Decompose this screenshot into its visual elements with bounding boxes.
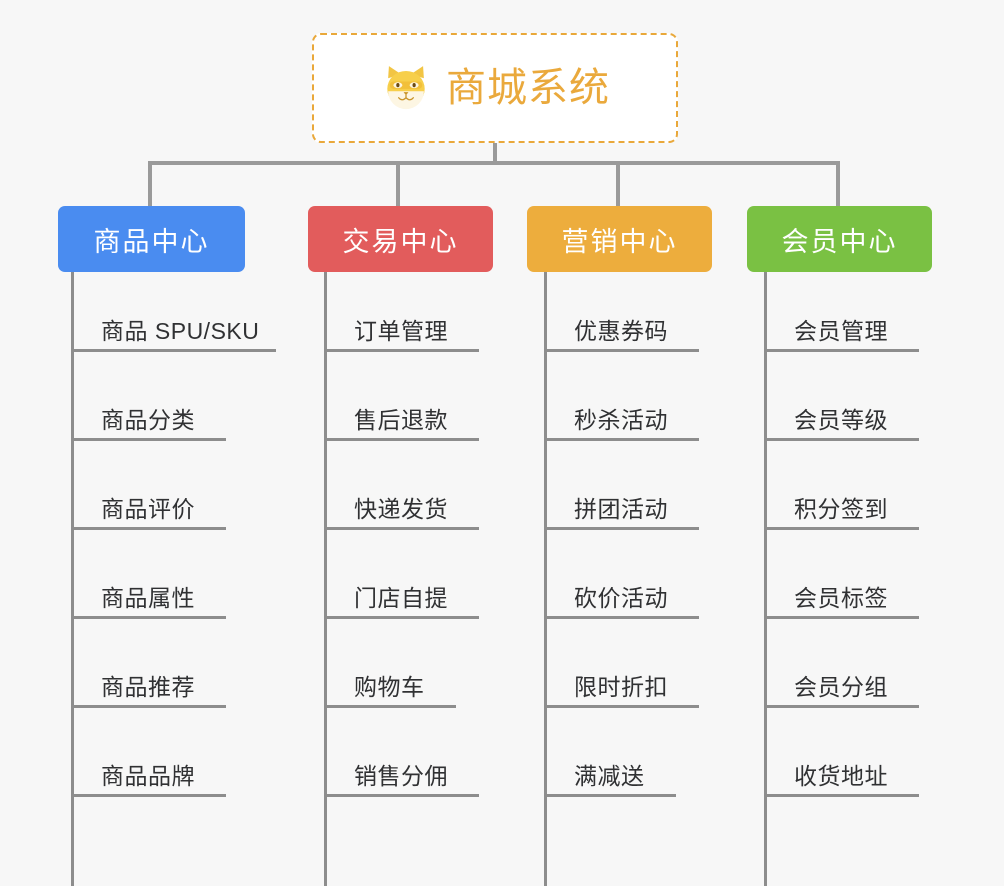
item-underline [324,616,479,619]
item-underline [71,794,226,797]
item-underline [71,616,226,619]
trunk-2 [324,272,327,886]
item-underline [544,527,699,530]
item-label: 门店自提 [354,585,448,611]
trunk-4 [764,272,767,886]
item-label: 商品分类 [101,407,195,433]
item-underline [544,705,699,708]
item-label: 砍价活动 [574,585,668,611]
category-label-2: 交易中心 [342,226,459,257]
root-stem-connector [493,143,497,163]
item-label: 会员分组 [794,674,888,700]
item-underline [324,705,456,708]
item-label: 购物车 [354,674,425,700]
item-underline [71,705,226,708]
item-label: 限时折扣 [574,674,668,700]
item-underline [324,527,479,530]
item-underline [71,438,226,441]
item-label: 会员标签 [794,585,888,611]
item-underline [71,527,226,530]
item-underline [324,438,479,441]
item-label: 满减送 [574,763,645,789]
drop-connector-4 [836,161,840,207]
item-label: 售后退款 [354,407,448,433]
item-label: 销售分佣 [354,763,448,789]
item-underline [544,438,699,441]
item-label: 收货地址 [794,763,888,789]
category-header-1[interactable]: 商品中心 [58,206,245,272]
category-label-3: 营销中心 [561,226,678,257]
category-header-2[interactable]: 交易中心 [308,206,493,272]
category-header-3[interactable]: 营销中心 [527,206,712,272]
item-label: 商品 SPU/SKU [101,318,260,344]
item-label: 会员等级 [794,407,888,433]
item-label: 商品推荐 [101,674,195,700]
item-label: 秒杀活动 [574,407,668,433]
item-label: 积分签到 [794,496,888,522]
item-label: 快递发货 [354,496,448,522]
item-label: 会员管理 [794,318,888,344]
trunk-3 [544,272,547,886]
item-label: 优惠券码 [574,318,668,344]
shiba-dog-icon [380,62,432,114]
item-label: 订单管理 [354,318,448,344]
item-underline [764,794,919,797]
category-header-4[interactable]: 会员中心 [747,206,932,272]
drop-connector-1 [148,161,152,207]
item-underline [764,349,919,352]
item-underline [764,527,919,530]
item-label: 商品属性 [101,585,195,611]
item-underline [764,616,919,619]
drop-connector-3 [616,161,620,207]
item-underline [71,349,276,352]
trunk-1 [71,272,74,886]
root-node[interactable]: 商城系统 [312,33,678,143]
category-label-1: 商品中心 [93,226,210,257]
item-underline [764,438,919,441]
item-underline [324,349,479,352]
item-underline [544,349,699,352]
item-label: 拼团活动 [574,496,668,522]
item-underline [544,794,676,797]
bus-connector [148,161,840,165]
root-title: 商城系统 [446,66,610,110]
item-underline [544,616,699,619]
item-label: 商品品牌 [101,763,195,789]
item-label: 商品评价 [101,496,195,522]
category-label-4: 会员中心 [781,226,898,257]
item-underline [764,705,919,708]
drop-connector-2 [396,161,400,207]
mindmap-canvas: 商城系统 商品中心 商品 SPU/SKU 商品分类 商品评价 商品属性 商品 [58,33,932,886]
item-underline [324,794,479,797]
